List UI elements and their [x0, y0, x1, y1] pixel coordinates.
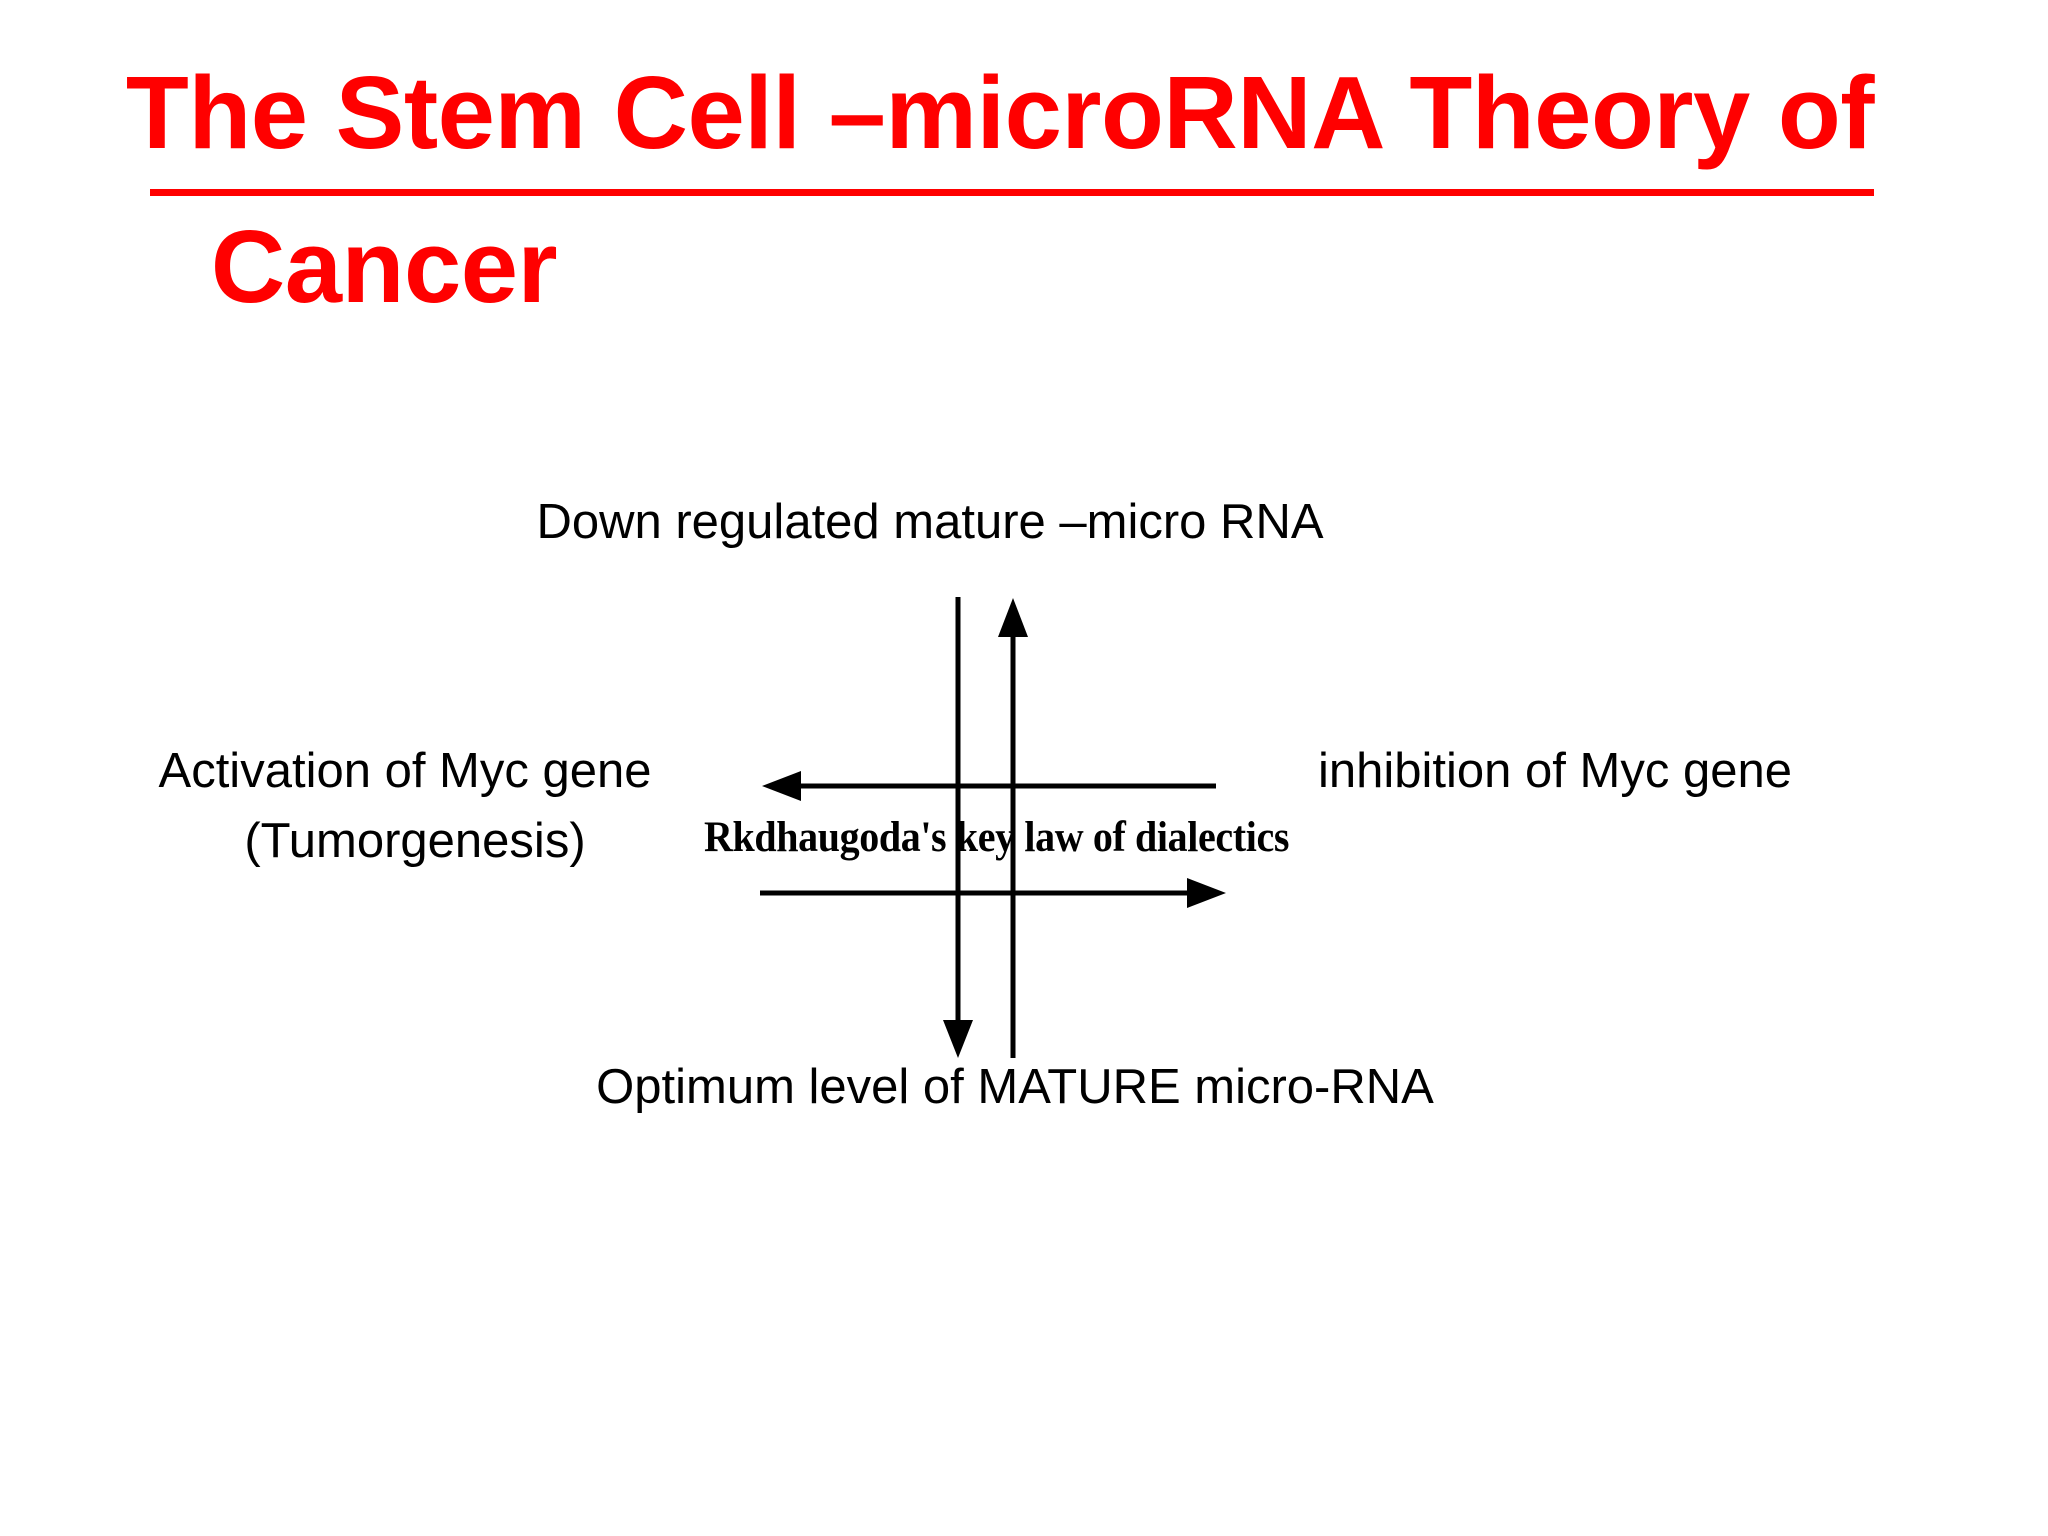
- arrowhead-up-icon: [998, 598, 1028, 637]
- page-title-line-1: The Stem Cell –microRNA Theory of: [0, 42, 2048, 197]
- horizontal-lower-axis: [760, 878, 1226, 908]
- label-optimum-level-of-mature-micro-rna: Optimum level of MATURE micro-RNA: [596, 1060, 1434, 1114]
- label-inhibition-of-myc-gene: inhibition of Myc gene: [1318, 744, 1792, 798]
- label-tumorgenesis: (Tumorgenesis): [244, 814, 586, 868]
- page-title: The Stem Cell –microRNA Theory of Cancer: [0, 42, 2048, 350]
- label-down-regulated-mature-micro-rna: Down regulated mature –micro RNA: [536, 495, 1324, 549]
- page-title-line-1-text: The Stem Cell –microRNA Theory of: [126, 42, 1875, 197]
- horizontal-upper-axis: [762, 771, 1216, 801]
- arrowhead-down-icon: [943, 1020, 973, 1058]
- label-rkdhaugoda-key-law-of-dialectics: Rkdhaugoda's key law of dialectics: [703, 814, 1290, 861]
- arrowhead-right-icon: [1187, 878, 1226, 908]
- label-activation-of-myc-gene: Activation of Myc gene: [158, 744, 652, 798]
- page-title-line-2: Cancer: [210, 209, 558, 325]
